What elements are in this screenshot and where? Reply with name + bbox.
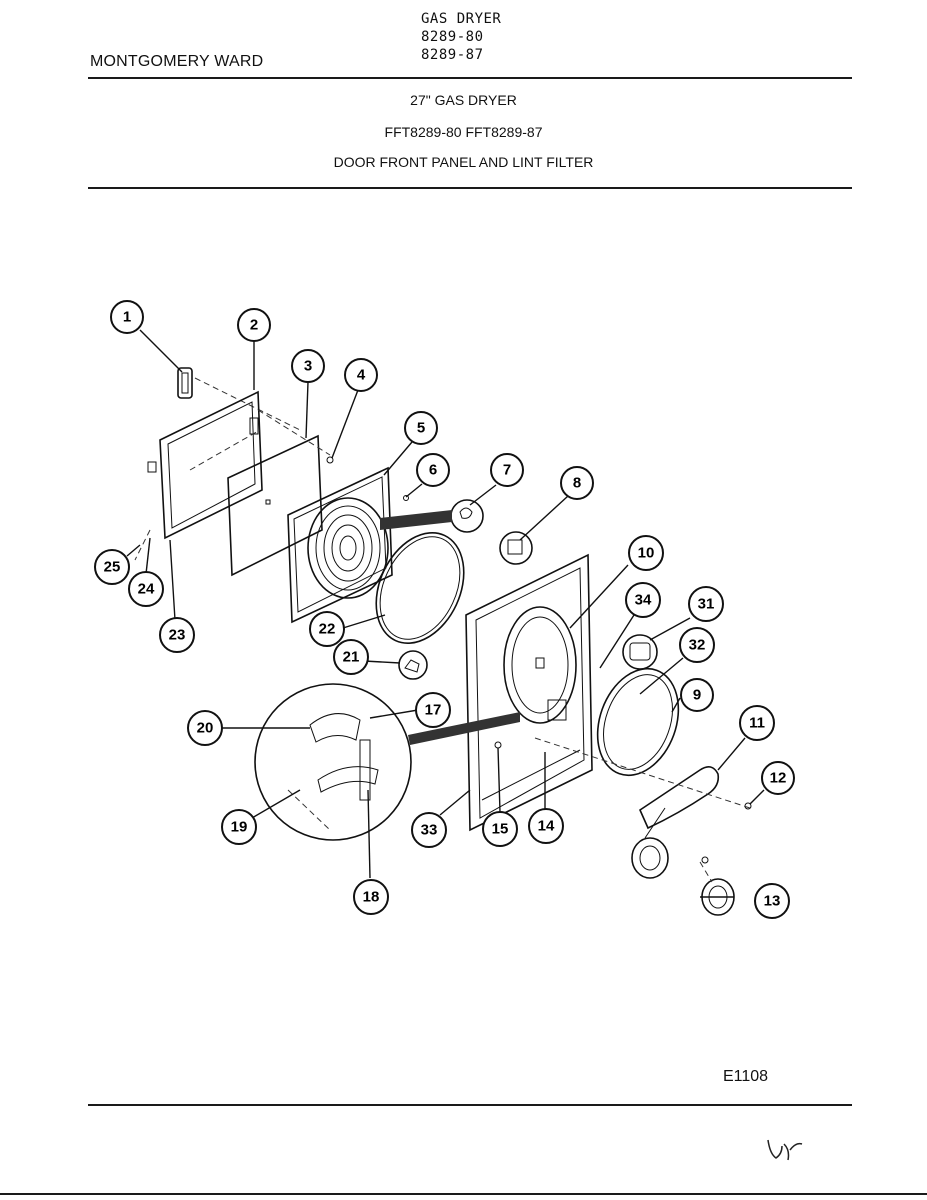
svg-text:34: 34: [635, 592, 652, 609]
callout-20: 20: [187, 710, 223, 746]
handwritten-mark: [767, 1139, 803, 1161]
title-rule: [88, 187, 852, 189]
callout-12: 12: [761, 761, 795, 795]
callout-15: 15: [482, 811, 518, 847]
callout-23: 23: [159, 617, 195, 653]
callout-21: 21: [333, 639, 369, 675]
diagram-code: E1108: [723, 1068, 769, 1085]
callout-11: 11: [739, 705, 775, 741]
page-title: 27" GAS DRYER: [410, 92, 517, 108]
svg-text:22: 22: [319, 621, 336, 638]
callout-4: 4: [344, 358, 378, 392]
detail-pointer: [380, 510, 452, 530]
svg-text:5: 5: [417, 420, 425, 437]
part-gasket-ring: [375, 531, 465, 645]
part-detail-bubble: [499, 531, 533, 565]
callout-14: 14: [528, 808, 564, 844]
callout-7: 7: [490, 453, 524, 487]
callout-13: 13: [754, 883, 790, 919]
header-rule: [88, 77, 852, 79]
svg-text:8: 8: [573, 475, 581, 492]
model-line: 8289-87: [421, 47, 484, 63]
callout-34: 34: [625, 582, 661, 618]
svg-text:32: 32: [689, 637, 706, 654]
svg-text:11: 11: [749, 715, 765, 732]
svg-text:14: 14: [538, 818, 555, 835]
model-line: GAS DRYER: [421, 11, 502, 27]
model-block: GAS DRYER 8289-80 8289-87: [421, 10, 501, 64]
callout-8: 8: [560, 466, 594, 500]
model-numbers: FFT8289-80 FFT8289-87: [384, 124, 543, 140]
part-door-bracket: [631, 766, 720, 879]
svg-text:10: 10: [638, 545, 655, 562]
callout-17: 17: [415, 692, 451, 728]
callout-9: 9: [680, 678, 714, 712]
part-filter-screen: [227, 434, 323, 577]
svg-text:3: 3: [304, 358, 312, 375]
callout-22: 22: [309, 611, 345, 647]
svg-text:18: 18: [363, 889, 380, 906]
svg-text:4: 4: [357, 367, 366, 384]
model-line: 8289-80: [421, 29, 484, 45]
svg-text:6: 6: [429, 462, 437, 479]
callout-10: 10: [628, 535, 664, 571]
callout-19: 19: [221, 809, 257, 845]
detail-magnifier: [254, 683, 412, 841]
svg-text:1: 1: [123, 309, 131, 326]
callout-33: 33: [411, 812, 447, 848]
callout-31: 31: [688, 586, 724, 622]
callout-24: 24: [128, 571, 164, 607]
part-door-seal: [596, 667, 680, 777]
part-door-seal-inner: [603, 674, 673, 770]
svg-text:33: 33: [421, 822, 438, 839]
svg-text:25: 25: [104, 559, 121, 576]
callout-3: 3: [291, 349, 325, 383]
part-gasket-ring-inner: [379, 536, 461, 640]
footer-rule: [88, 1104, 852, 1106]
svg-text:31: 31: [698, 596, 715, 613]
part-lint-grille-panel: [287, 466, 393, 624]
diagram-subtitle: DOOR FRONT PANEL AND LINT FILTER: [333, 154, 594, 170]
part-strike-detail: [507, 539, 523, 555]
part-screw: [701, 856, 709, 864]
callout-32: 32: [679, 627, 715, 663]
svg-text:13: 13: [764, 893, 781, 910]
part-handle-clip: [177, 367, 193, 399]
part-screw: [403, 495, 409, 501]
callout-1: 1: [110, 300, 144, 334]
svg-text:7: 7: [503, 462, 511, 479]
part-switch-detail: [629, 642, 651, 661]
part-detail-bubble: [398, 650, 428, 680]
detail-pointer: [408, 712, 520, 745]
part-front-panel: [465, 553, 593, 832]
svg-text:2: 2: [250, 317, 258, 334]
part-latch-detail: [459, 507, 473, 519]
callout-18: 18: [353, 879, 389, 915]
svg-text:23: 23: [169, 627, 186, 644]
callout-2: 2: [237, 308, 271, 342]
svg-text:15: 15: [492, 821, 509, 838]
svg-text:20: 20: [197, 720, 214, 737]
callout-25: 25: [94, 549, 130, 585]
svg-text:19: 19: [231, 819, 248, 836]
svg-text:12: 12: [770, 770, 787, 787]
callout-5: 5: [404, 411, 438, 445]
svg-text:21: 21: [343, 649, 360, 666]
svg-text:17: 17: [425, 702, 442, 719]
svg-text:9: 9: [693, 687, 701, 704]
part-detail-bubble: [622, 634, 658, 670]
svg-text:24: 24: [138, 581, 155, 598]
brand-name: MONTGOMERY WARD: [90, 53, 264, 70]
part-bracket-detail: [404, 659, 420, 673]
page-bottom-rule: [0, 1193, 927, 1195]
callout-6: 6: [416, 453, 450, 487]
part-screw: [326, 456, 334, 464]
